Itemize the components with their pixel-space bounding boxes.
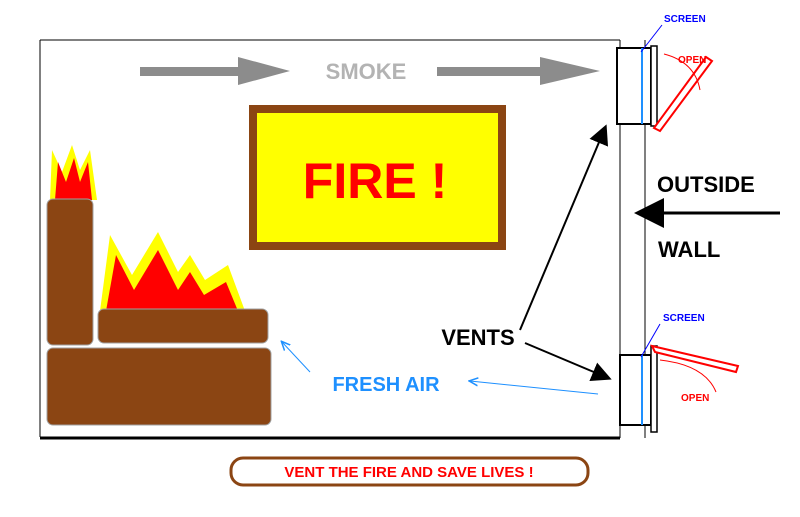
vents-arrow-top (519, 124, 609, 331)
vents-label: VENTS (441, 325, 514, 350)
vent-bottom-open-flap (650, 344, 740, 393)
outside-label: OUTSIDE (657, 172, 755, 197)
log-upper (97, 308, 269, 344)
caption-text: VENT THE FIRE AND SAVE LIVES ! (284, 464, 533, 481)
vent-top-screen-label: SCREEN (664, 14, 706, 25)
fire-sign-text: FIRE ! (303, 153, 447, 209)
room-outline (39, 39, 620, 440)
flame-middle (100, 232, 245, 311)
wall-label: WALL (658, 237, 720, 262)
vent-top-open-flap (652, 53, 714, 133)
smoke-label: SMOKE (326, 59, 407, 84)
vent-bottom (619, 345, 658, 433)
log-bottom (46, 347, 272, 426)
fire-sign (249, 105, 506, 250)
vent-top-open-label: OPEN (678, 55, 706, 66)
smoke-arrow-left (140, 57, 290, 85)
caption-box (229, 456, 590, 487)
vent-top-screen-pointer (640, 24, 663, 53)
log-vertical (46, 198, 94, 346)
fresh-air-label: FRESH AIR (332, 374, 440, 396)
vent-top (616, 45, 658, 127)
fresh-air-arrow-to-logs (282, 342, 311, 373)
vent-bottom-screen-label: SCREEN (663, 313, 705, 324)
fresh-air-arrow-from-vent (470, 381, 599, 395)
vent-bottom-screen-pointer (640, 323, 661, 358)
flame-top-left (50, 145, 97, 200)
smoke-arrow-right (437, 57, 600, 85)
vents-arrow-bottom (524, 342, 612, 381)
vent-bottom-open-label: OPEN (681, 393, 709, 404)
